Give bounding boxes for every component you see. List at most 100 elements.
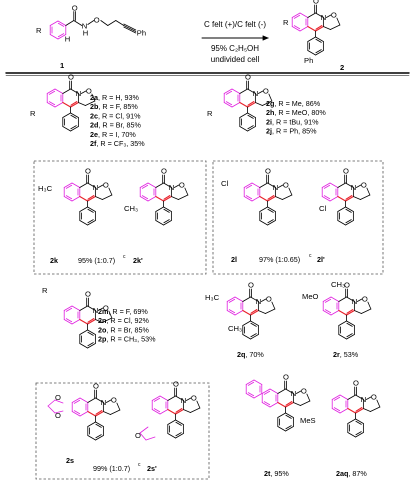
ring-oxygen: O: [103, 304, 109, 313]
nitrogen-atom: N: [256, 297, 261, 306]
nitrogen-atom: N: [351, 183, 356, 192]
reactant-label: 1: [60, 61, 65, 70]
bond: [105, 399, 112, 403]
bond: [337, 195, 347, 202]
bond: [337, 206, 346, 212]
carbonyl-oxygen: O: [161, 167, 167, 176]
bond: [189, 407, 201, 413]
carbonyl-oxygen: O: [353, 379, 359, 388]
bond: [315, 50, 324, 56]
bond: [307, 50, 316, 56]
bond: [285, 388, 294, 394]
bond: [65, 195, 73, 200]
bond: [367, 301, 372, 310]
bond: [71, 411, 81, 417]
carbonyl-oxygen: O: [68, 73, 74, 82]
nitrogen-atom: N: [76, 89, 81, 98]
ring-oxygen: O: [362, 295, 368, 304]
compound-label: 2f, R = CF₃, 35%: [90, 139, 145, 148]
compound-label: 2l: [231, 255, 237, 264]
bond: [345, 219, 352, 224]
bond: [145, 436, 156, 441]
bond: [62, 126, 71, 132]
bond: [79, 195, 89, 202]
compound-label: 2s': [147, 464, 157, 473]
bond: [87, 331, 94, 336]
bond: [260, 298, 267, 302]
bond: [167, 408, 177, 415]
methyl-substituent: CH₃: [331, 280, 345, 289]
bond: [77, 102, 86, 106]
carbonyl-oxygen: O: [245, 73, 251, 82]
bond: [163, 206, 172, 212]
ring-oxygen: O: [371, 393, 377, 402]
bond: [87, 220, 96, 226]
bond: [185, 397, 192, 401]
bond: [226, 310, 236, 316]
bond: [63, 182, 73, 188]
bond: [182, 409, 191, 413]
bond: [71, 319, 81, 325]
compound-label: 2j, R = Ph, 85%: [266, 127, 317, 136]
r-group: R: [36, 26, 42, 35]
condition-solvent: 95% C₂H₅OH: [211, 44, 259, 53]
bond: [87, 410, 97, 417]
nitrogen-atom: N: [101, 398, 106, 407]
bond: [79, 182, 88, 188]
bond: [95, 434, 102, 439]
bond: [267, 195, 275, 200]
methylthio-substituent: MeS: [300, 416, 316, 425]
carbonyl-oxygen: O: [343, 167, 349, 176]
bond: [71, 305, 81, 311]
bond: [247, 381, 255, 386]
bond: [163, 195, 171, 200]
bond: [100, 20, 109, 26]
bond: [95, 397, 104, 403]
compound-label: 2i, R = tBu, 91%: [266, 117, 319, 126]
carbonyl-oxygen: O: [85, 290, 91, 299]
bond: [263, 401, 271, 406]
bond: [109, 409, 121, 415]
bond: [347, 407, 357, 414]
bond: [155, 182, 164, 188]
bond: [325, 14, 332, 18]
bond: [79, 343, 88, 349]
bond: [299, 12, 309, 18]
bond: [46, 88, 56, 94]
compound-label: 2g, R = Me, 86%: [266, 99, 321, 108]
bond: [228, 298, 236, 303]
bond: [245, 393, 255, 399]
bond: [57, 20, 67, 26]
bond: [359, 194, 371, 200]
bond: [331, 394, 341, 400]
bond: [234, 310, 244, 316]
carbonyl-oxygen: O: [248, 281, 254, 290]
ring-oxygen: O: [361, 181, 367, 190]
bond: [73, 410, 81, 415]
dioxole-oxygen: O: [55, 411, 61, 420]
bond: [87, 195, 95, 200]
bond: [175, 408, 184, 415]
bond: [223, 102, 233, 108]
r-group: R: [207, 109, 213, 118]
bond: [70, 101, 78, 106]
bond: [155, 220, 164, 226]
bond: [250, 309, 258, 314]
bond: [338, 320, 347, 326]
compound-label: 2o, R = Br, 85%: [98, 325, 150, 334]
bond: [87, 329, 96, 335]
compound-label: 2k: [50, 256, 58, 265]
bond: [167, 419, 176, 425]
bond: [175, 433, 184, 439]
bond: [57, 33, 65, 38]
ring-oxygen: O: [331, 11, 337, 20]
bond: [108, 187, 113, 196]
compound-label: 2t, 95%: [264, 469, 289, 478]
bond: [263, 390, 271, 395]
bond: [261, 100, 273, 106]
bond: [79, 329, 88, 335]
bond: [47, 405, 56, 414]
bond: [87, 435, 96, 441]
bond: [293, 25, 301, 30]
